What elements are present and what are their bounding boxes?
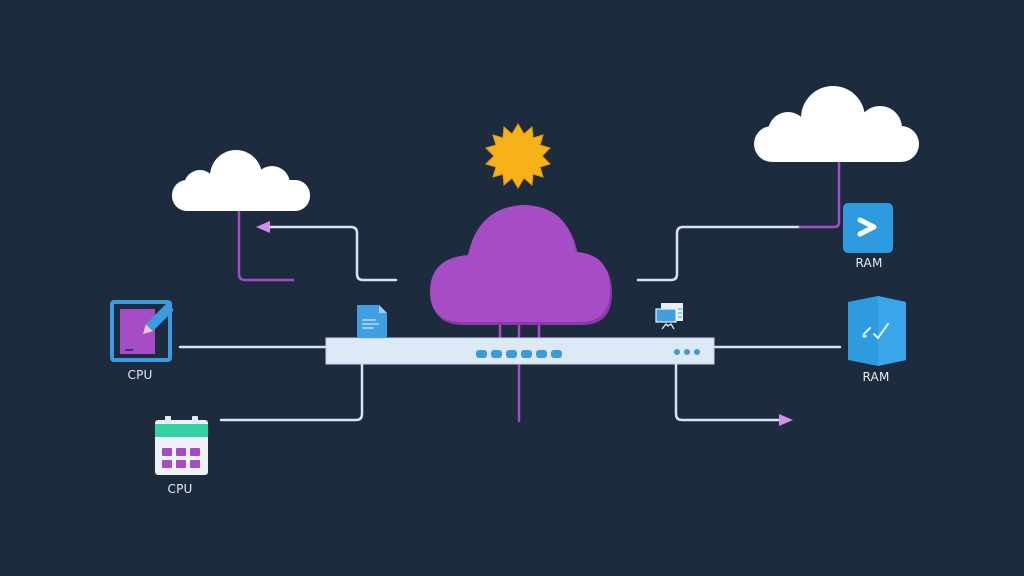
arrow-head-right-icon	[779, 414, 793, 426]
switch-status-dots	[674, 349, 700, 355]
connector-arrow-left	[266, 225, 398, 282]
arrow-head-left-icon	[256, 221, 270, 233]
document-icon[interactable]	[357, 305, 387, 338]
sun-icon	[485, 123, 551, 189]
edit-node-label: CPU	[127, 368, 153, 382]
edit-document-icon[interactable]	[110, 300, 174, 362]
cube-icon[interactable]	[848, 296, 906, 366]
connector-switch-arrow-right	[674, 362, 782, 422]
central-cloud-icon[interactable]	[430, 205, 612, 325]
cube-node-label: RAM	[862, 370, 890, 384]
network-switch-icon[interactable]	[325, 337, 715, 365]
connector-right-top-light	[636, 225, 802, 282]
connector-calendar-switch	[219, 362, 364, 422]
right-cloud-icon[interactable]	[754, 86, 919, 162]
connector-left-cloud	[237, 208, 295, 282]
switch-ports	[476, 350, 562, 358]
calendar-icon[interactable]	[155, 416, 208, 475]
calendar-node-label: CPU	[167, 482, 193, 496]
terminal-icon[interactable]	[843, 203, 893, 253]
left-cloud-icon[interactable]	[172, 150, 310, 211]
terminal-node-label: RAM	[855, 256, 883, 270]
monitor-icon[interactable]	[655, 303, 683, 330]
connector-right-top-purple	[798, 158, 841, 229]
